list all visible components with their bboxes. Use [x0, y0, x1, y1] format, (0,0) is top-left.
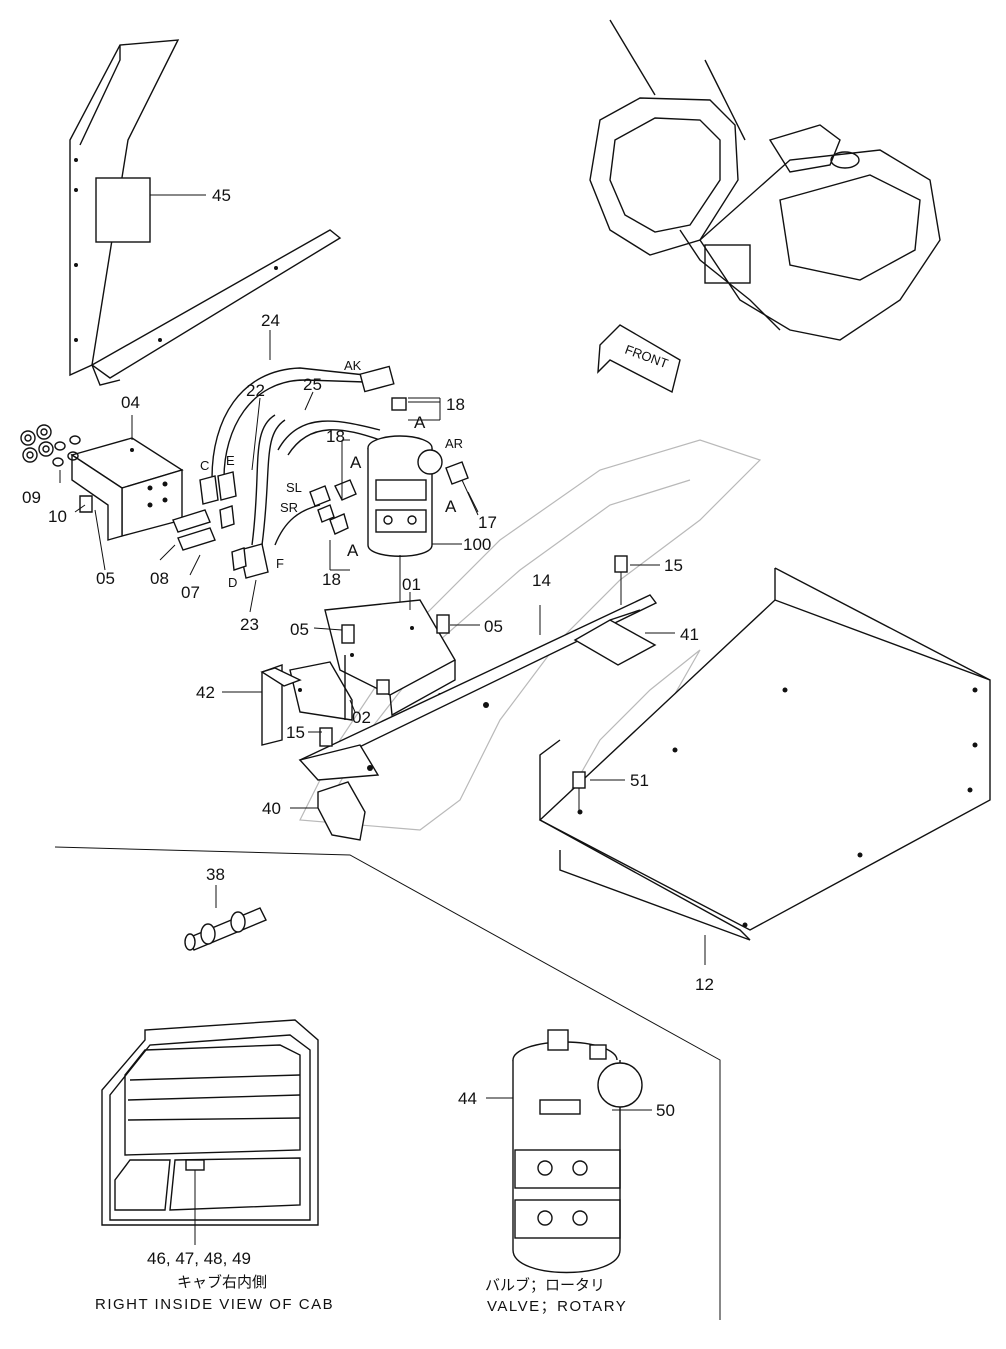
- group-brackets: [329, 397, 479, 571]
- mounting-plate: [289, 599, 456, 721]
- callout-24: 24: [261, 311, 280, 330]
- front-arrow: FRONT: [597, 324, 681, 394]
- bolts: [572, 555, 628, 810]
- support-bar: [298, 594, 658, 781]
- callout-cab-parts: 46, 47, 48, 49: [147, 1249, 251, 1268]
- callout-05-mid: 05: [290, 620, 309, 639]
- port-f: F: [276, 556, 284, 571]
- captions: キャブ右内側 RIGHT INSIDE VIEW OF CAB バルブ；ロータリ…: [95, 1273, 627, 1315]
- callout-labels: 45 24 04 22 25 18 18 18 17 100 09 10 05 …: [22, 186, 714, 1268]
- elbow-fittings: [309, 461, 469, 535]
- port-sl: SL: [286, 480, 302, 495]
- callout-100: 100: [463, 535, 491, 554]
- callout-09: 09: [22, 488, 41, 507]
- callout-15-top: 15: [664, 556, 683, 575]
- callout-07: 07: [181, 583, 200, 602]
- callout-18-top: 18: [446, 395, 465, 414]
- port-a-top: A: [414, 413, 426, 432]
- callout-44: 44: [458, 1089, 477, 1108]
- callout-23: 23: [240, 615, 259, 634]
- rotary-valve-detail: [512, 1029, 643, 1274]
- callout-51: 51: [630, 771, 649, 790]
- nuts-and-washers: [20, 424, 93, 513]
- callout-12: 12: [695, 975, 714, 994]
- callout-42: 42: [196, 683, 215, 702]
- callout-05-right: 05: [484, 617, 503, 636]
- callout-40: 40: [262, 799, 281, 818]
- port-sr: SR: [280, 500, 298, 515]
- port-labels: AK AR SL SR C E D F A A A A: [200, 358, 463, 590]
- callout-45: 45: [212, 186, 231, 205]
- callout-02: 02: [352, 708, 371, 727]
- port-a-right: A: [445, 497, 457, 516]
- valve-caption-en: VALVE；ROTARY: [487, 1298, 627, 1315]
- fuse-holder: [184, 885, 267, 951]
- port-a-bottom: A: [347, 541, 359, 560]
- adapters: [172, 471, 269, 579]
- callout-08: 08: [150, 569, 169, 588]
- callout-18-left: 18: [326, 427, 345, 446]
- callout-38: 38: [206, 865, 225, 884]
- cab-caption-jp: キャブ右内側: [177, 1273, 267, 1291]
- tray-panel: [538, 567, 991, 941]
- callout-05-left: 05: [96, 569, 115, 588]
- callout-10: 10: [48, 507, 67, 526]
- rotary-valve: [367, 435, 443, 625]
- side-brackets: [260, 664, 366, 841]
- excavator-overview: [589, 19, 941, 341]
- cab-caption-en: RIGHT INSIDE VIEW OF CAB: [95, 1296, 334, 1313]
- port-ak: AK: [344, 358, 362, 373]
- cab-side-panel: [69, 39, 342, 386]
- port-a-left: A: [350, 453, 362, 472]
- port-c: C: [200, 458, 209, 473]
- front-arrow-label: FRONT: [623, 342, 670, 371]
- port-ar: AR: [445, 436, 463, 451]
- callout-50: 50: [656, 1101, 675, 1120]
- port-e: E: [226, 453, 235, 468]
- fitting-ak: [359, 365, 407, 411]
- callout-17: 17: [478, 513, 497, 532]
- callout-15-bottom: 15: [286, 723, 305, 742]
- callout-01: 01: [402, 575, 421, 594]
- port-d: D: [228, 575, 237, 590]
- callout-22: 22: [246, 381, 265, 400]
- callout-14: 14: [532, 571, 551, 590]
- callout-41: 41: [680, 625, 699, 644]
- callout-25: 25: [303, 375, 322, 394]
- callout-18-bottom: 18: [322, 570, 341, 589]
- valve-caption-jp: バルブ；ロータリ: [485, 1276, 605, 1294]
- leader-lines: [54, 194, 721, 1320]
- cab-inside-view: [101, 1019, 319, 1245]
- callout-04: 04: [121, 393, 140, 412]
- bracket: [70, 437, 184, 541]
